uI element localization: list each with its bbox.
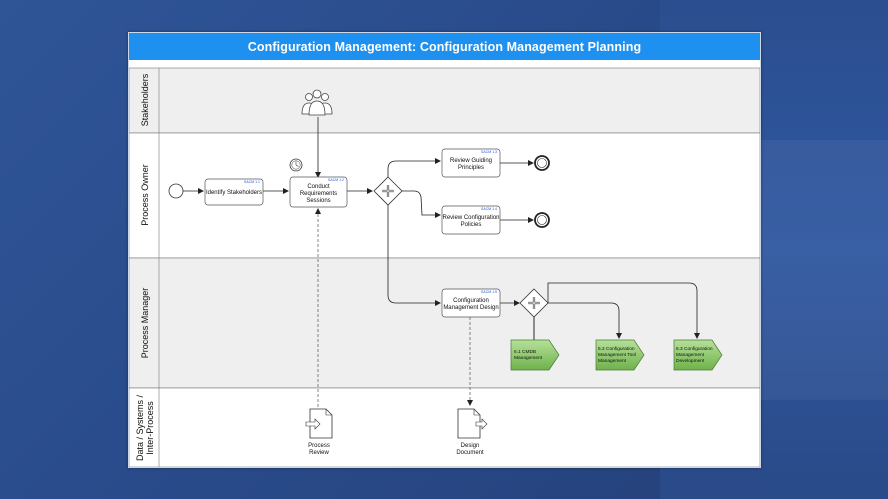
task-label-line3: Sessions xyxy=(306,198,330,204)
stakeholders-group-icon xyxy=(301,89,333,116)
subprocess-label-line1: 6.1 CMDB xyxy=(514,349,536,355)
subprocess-label-line1: 6.3 Configuration xyxy=(676,346,713,352)
task-ref: SACM 1.4 xyxy=(481,207,497,211)
diagram-title: Configuration Management: Configuration … xyxy=(129,33,760,60)
task-label-line1: Conduct xyxy=(307,184,330,190)
document-process-review[interactable]: Process Review xyxy=(305,408,333,456)
lane-label-data-line1: Data / Systems / xyxy=(135,394,145,461)
subprocess-label-line1: 6.2 Configuration xyxy=(598,346,635,352)
end-event-1 xyxy=(534,155,550,171)
document-design[interactable]: Design Document xyxy=(456,408,488,456)
subprocess-cmdb-management[interactable]: 6.1 CMDB Management xyxy=(510,339,560,371)
subprocess-tool-management[interactable]: 6.2 Configuration Management Tool Manage… xyxy=(595,339,645,371)
subprocess-label-line2: Management xyxy=(514,355,543,361)
document-label-line1: Process xyxy=(308,443,330,449)
output-arrow-icon xyxy=(475,418,488,430)
subprocess-label-line2: Management Tool xyxy=(598,352,636,358)
task-review-guiding-principles[interactable]: SACM 1.3 Review Guiding Principles xyxy=(441,148,501,178)
parallel-gateway-1 xyxy=(373,176,403,206)
task-ref: SACM 1.1 xyxy=(244,180,260,184)
document-label-line2: Document xyxy=(456,450,484,456)
lane-data-systems xyxy=(129,387,760,467)
end-event-2 xyxy=(534,212,550,228)
task-label-line1: Review Configuration xyxy=(442,215,499,221)
timer-icon xyxy=(289,158,303,172)
task-ref: SACM 1.5 xyxy=(481,290,497,294)
diagram-slide: Configuration Management: Configuration … xyxy=(128,32,761,468)
background-accent xyxy=(760,140,888,400)
document-label-line1: Design xyxy=(461,443,480,449)
task-configuration-management-design[interactable]: SACM 1.5 Configuration Management Design xyxy=(441,288,501,318)
task-review-configuration-policies[interactable]: SACM 1.4 Review Configuration Policies xyxy=(441,205,501,235)
task-label-line1: Review Guiding xyxy=(450,158,492,164)
task-label-line2: Management Design xyxy=(443,305,498,311)
association-flows xyxy=(315,208,473,407)
task-label-line2: Requirements xyxy=(300,191,337,197)
task-ref: SACM 1.2 xyxy=(328,178,344,182)
lane-label-process-owner: Process Owner xyxy=(140,164,150,226)
lane-stakeholders xyxy=(129,67,760,134)
task-conduct-requirements-sessions[interactable]: SACM 1.2 Conduct Requirements Sessions xyxy=(289,176,348,208)
task-label: Identify Stakeholders xyxy=(206,190,262,196)
task-label-line2: Principles xyxy=(458,165,484,171)
start-event xyxy=(168,183,184,199)
task-label-line2: Policies xyxy=(461,222,482,228)
task-identify-stakeholders[interactable]: SACM 1.1 Identify Stakeholders xyxy=(204,178,264,206)
parallel-gateway-2 xyxy=(519,288,549,318)
subprocess-label-line3: Management xyxy=(598,358,627,364)
lane-label-data-line2: Inter-Process xyxy=(145,401,155,455)
subprocess-development[interactable]: 6.3 Configuration Management Development xyxy=(673,339,723,371)
lane-label-stakeholders: Stakeholders xyxy=(140,73,150,126)
subprocess-label-line3: Development xyxy=(676,358,705,364)
process-diagram: Stakeholders Process Owner Process Manag… xyxy=(129,67,760,467)
subprocess-label-line2: Management xyxy=(676,352,705,358)
lane-process-manager xyxy=(129,257,760,389)
document-label-line2: Review xyxy=(309,450,329,456)
task-ref: SACM 1.3 xyxy=(481,150,497,154)
task-label-line1: Configuration xyxy=(453,298,489,304)
lane-label-process-manager: Process Manager xyxy=(140,288,150,359)
input-arrow-icon xyxy=(305,418,321,430)
